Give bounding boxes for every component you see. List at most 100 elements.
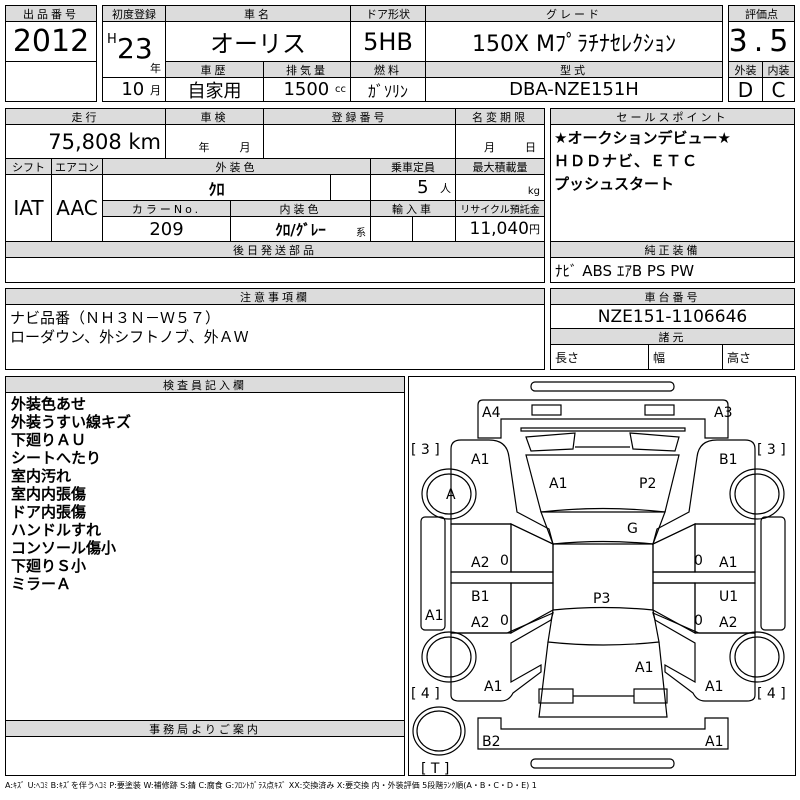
damage-mark: U1 (719, 589, 738, 605)
equipment-label: 純正装備 (550, 241, 795, 258)
rocker-right (760, 516, 786, 631)
exterior-label: 外装 (728, 61, 763, 78)
sales-points: ★オークションデビュー★ ＨＤＤナビ、ＥＴＣ プッシュスタート (550, 124, 795, 242)
panel-count-label: [ 3 ] (757, 442, 786, 458)
rear-glass (547, 609, 660, 646)
color-no-value: 209 (102, 216, 231, 242)
taillight-left (538, 688, 574, 704)
panel-count-label: [ 4 ] (757, 686, 786, 702)
displacement-cell: 1500 cc (263, 77, 351, 102)
length-label: 長さ (550, 344, 649, 370)
rear-fender-right (652, 611, 756, 702)
headlight-right (644, 404, 675, 416)
notes-line: ローダウン、外シフトノブ、外ＡＷ (10, 328, 249, 346)
first-reg-year: 23 (117, 32, 153, 65)
damage-mark: A1 (471, 452, 489, 468)
import-label: 輸入車 (370, 200, 456, 217)
model-value: DBA-NZE151H (425, 77, 723, 102)
damage-mark: A1 (705, 679, 723, 695)
first-reg-label: 初度登録 (102, 5, 166, 22)
rocker-left (420, 516, 446, 631)
displacement-value: 1500 (283, 79, 330, 100)
inspector-line: ハンドルすれ (11, 521, 102, 539)
front-lights (525, 432, 680, 452)
panel-count-label: [ T ] (421, 761, 449, 777)
later-parts-label: 後日発送部品 (5, 241, 545, 258)
year-unit: 年 (150, 62, 161, 75)
displacement-label: 排気量 (263, 61, 351, 78)
damage-mark: B1 (471, 589, 490, 605)
capacity-label: 乗車定員 (370, 158, 456, 175)
inspector-line: コンソール傷小 (11, 539, 117, 557)
inspector-line: シートへたり (11, 449, 102, 467)
damage-mark: 0 (694, 613, 703, 629)
history-value: 自家用 (165, 77, 264, 102)
history-label: 車歴 (165, 61, 264, 78)
damage-mark: A1 (425, 608, 443, 624)
panel-count-label: [ 3 ] (411, 442, 440, 458)
inspector-line: 室内汚れ (11, 467, 72, 485)
reg-no-value (263, 124, 456, 159)
front-bumper (477, 399, 729, 439)
first-reg-month: 10 月 (102, 77, 166, 102)
month-value: 10 (121, 79, 145, 100)
ext-color-value: ｸﾛ (102, 174, 331, 201)
interior-label: 内装 (762, 61, 795, 78)
int-color-unit: 系 (356, 228, 366, 239)
front-edge-bar (530, 381, 675, 392)
interior-value: C (762, 77, 795, 102)
transfer-label: 名変期限 (455, 108, 545, 125)
damage-mark: A1 (635, 660, 653, 676)
era: H (107, 32, 117, 47)
door-value: 5HB (350, 21, 426, 62)
damage-mark: A1 (719, 555, 737, 571)
front-door-right-inner (652, 523, 696, 573)
import-cell-1 (370, 216, 413, 242)
name-value: オーリス (165, 21, 351, 62)
score-value: 3.5 (728, 21, 795, 62)
wheels (412, 468, 785, 756)
fuel-label: 燃料 (350, 61, 426, 78)
office-label: 事務局よりご案内 (5, 720, 405, 737)
lot-label: 出品番号 (5, 5, 97, 22)
capacity-unit: 人 (440, 181, 451, 195)
grade-value: 150X Mﾌﾟﾗﾁﾅｾﾚｸｼｮﾝ (425, 21, 723, 62)
displacement-unit: cc (335, 84, 346, 95)
legend: A:ｷｽﾞ U:ﾍｺﾐ B:ｷｽﾞを伴うﾍｺﾐ P:要塗装 W:補修跡 S:錆 … (5, 781, 537, 790)
rear-door-right-inner (652, 582, 696, 635)
shift-label: シフト (5, 158, 52, 175)
inspector-line: ミラーＡ (11, 575, 72, 593)
notes-body: ナビ品番（ＮＨ３Ｎ－Ｗ５７） ローダウン、外シフトノブ、外ＡＷ (5, 304, 545, 370)
pillar-left (450, 571, 554, 584)
inspector-line: 外装うすい線キズ (11, 413, 132, 431)
damage-mark: P3 (593, 591, 610, 607)
sales-label: セールスポイント (550, 108, 795, 125)
inspection-value: 年月 (165, 124, 264, 159)
ext-color-extra (330, 174, 371, 201)
later-parts-value (5, 257, 545, 283)
transfer-value: 月日 (455, 124, 545, 159)
inspector-line: 下廻りＳ小 (11, 557, 87, 575)
panel-count-label: [ 4 ] (411, 686, 440, 702)
inspection-label: 車検 (165, 108, 264, 125)
recycle-unit: 円 (529, 223, 540, 236)
inspector-label: 検査員記入欄 (5, 376, 405, 393)
damage-mark: 0 (694, 553, 703, 569)
sales-line: ＨＤＤナビ、ＥＴＣ (554, 152, 699, 170)
sales-line: プッシュスタート (554, 175, 675, 193)
damage-mark: A1 (705, 734, 723, 750)
door-label: ドア形状 (350, 5, 426, 22)
ac-label: エアコン (51, 158, 103, 175)
notes-line: ナビ品番（ＮＨ３Ｎ－Ｗ５７） (10, 309, 221, 327)
grade-label: グレード (425, 5, 723, 22)
color-no-label: カラーNo. (102, 200, 231, 217)
damage-mark: 0 (500, 553, 509, 569)
inspector-line: 下廻りＡＵ (11, 431, 87, 449)
name-label: 車名 (165, 5, 351, 22)
rear-door-left-inner (510, 582, 554, 635)
taillight-right (633, 688, 668, 704)
